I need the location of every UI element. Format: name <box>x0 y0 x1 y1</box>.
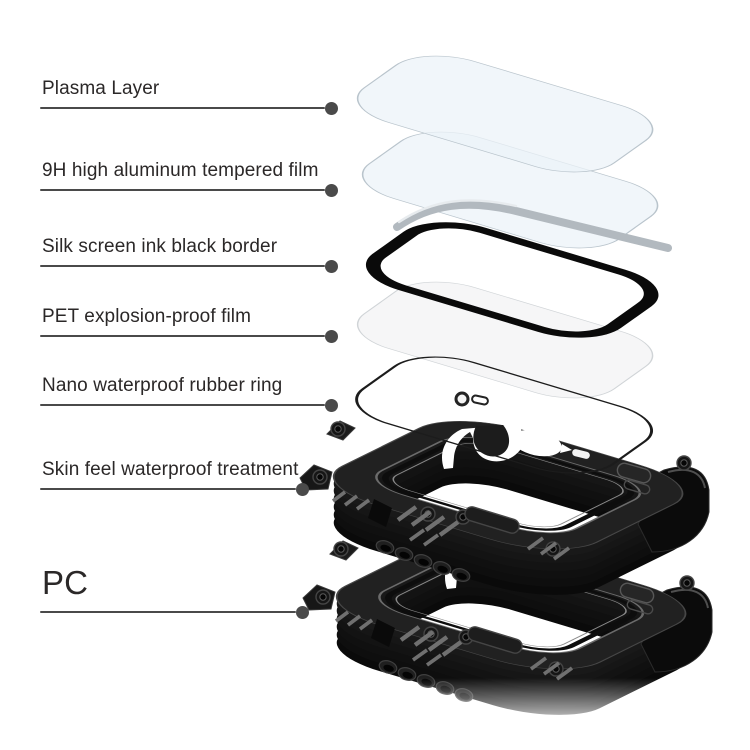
label-text: Silk screen ink black border <box>42 236 278 257</box>
leader-dot <box>325 259 338 273</box>
rubber-ring-layer <box>334 345 674 485</box>
leader-dot <box>325 101 338 115</box>
leader-dot <box>325 183 338 197</box>
label-text: Nano waterproof rubber ring <box>42 375 283 396</box>
leader-line <box>40 488 296 490</box>
leader-dot <box>296 605 309 619</box>
label-text: Plasma Layer <box>42 78 160 99</box>
rubber-ring-tab <box>454 391 470 407</box>
tempered-film-layer <box>341 121 679 259</box>
film-reflection <box>393 200 672 252</box>
bottom-fade <box>280 678 750 750</box>
label-text: Skin feel waterproof treatment <box>42 459 299 480</box>
leader-line <box>40 107 325 109</box>
leader-line <box>40 265 325 267</box>
leader-line <box>40 611 296 613</box>
leader-dot <box>325 329 338 343</box>
leader-line <box>40 335 325 337</box>
label-text: PC <box>42 564 89 601</box>
leader-dot <box>296 482 309 496</box>
pet-film-layer <box>336 271 674 409</box>
label-text: 9H high aluminum tempered film <box>42 160 319 181</box>
leader-line <box>40 189 325 191</box>
leader-line <box>40 404 325 406</box>
leader-dot <box>325 398 338 412</box>
label-text: PET explosion-proof film <box>42 306 252 327</box>
